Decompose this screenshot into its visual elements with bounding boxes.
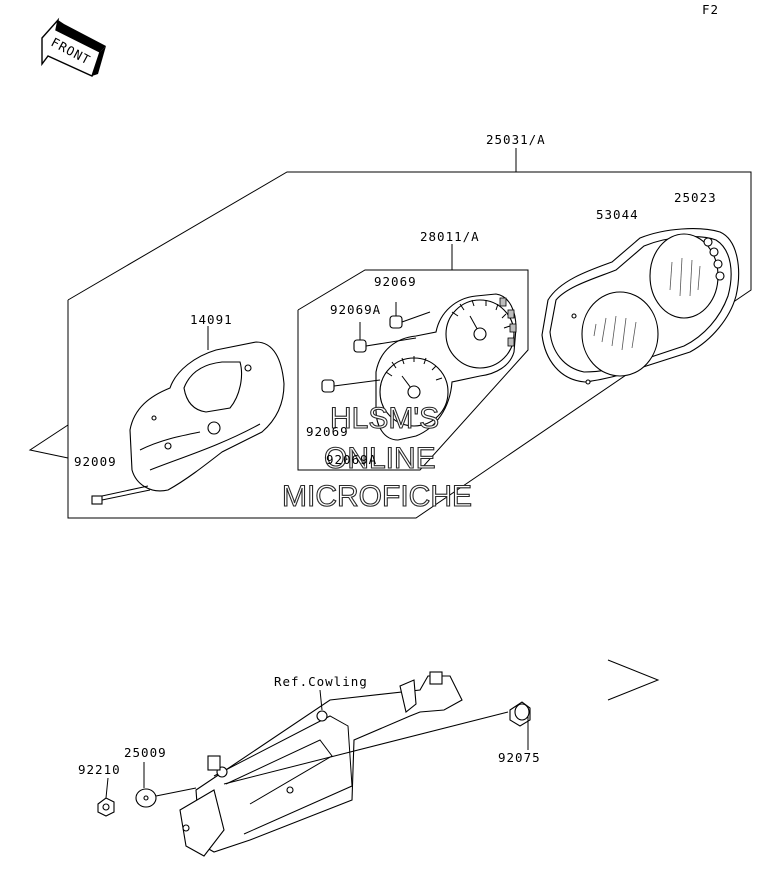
- label-92069-top: 92069: [374, 274, 417, 289]
- watermark-line3: MICROFICHE: [282, 480, 472, 513]
- watermark-line1: HLSM'S: [330, 402, 439, 435]
- ref-cowling-leader: [319, 689, 323, 711]
- label-28011: 28011/A: [420, 229, 480, 244]
- meter-assembly-outline: [28, 148, 752, 519]
- label-92210: 92210: [78, 762, 121, 777]
- meter-stay-bracket: [179, 671, 463, 857]
- page-code: F2: [702, 2, 719, 17]
- label-25009: 25009: [124, 745, 167, 760]
- meter-unit-outline: [297, 244, 529, 471]
- label-92069A-top: 92069A: [330, 302, 381, 317]
- front-arrow: FRONT: [41, 17, 106, 77]
- nut-92210: [97, 777, 115, 817]
- bulb-92069-lower: [321, 379, 381, 393]
- label-ref-cowling: Ref.Cowling: [274, 674, 368, 689]
- watermark: HLSM'S ONLINE MICROFICHE: [281, 401, 472, 513]
- bulb-92069: [389, 302, 431, 329]
- label-25023: 25023: [674, 190, 717, 205]
- label-92075: 92075: [498, 750, 541, 765]
- watermark-line2: ONLINE: [324, 442, 436, 475]
- bulb-92069A: [353, 322, 417, 353]
- label-92069-mid: 92069: [306, 424, 349, 439]
- label-25031: 25031/A: [486, 132, 546, 147]
- label-14091: 14091: [190, 312, 233, 327]
- screw-92009: [91, 485, 151, 505]
- meter-cover-25023: [541, 228, 740, 385]
- label-53044: 53044: [596, 207, 639, 222]
- washer-25009: [135, 762, 197, 808]
- label-92009: 92009: [74, 454, 117, 469]
- meter-unit-28011: [375, 293, 517, 441]
- damper-92075: [223, 659, 660, 785]
- lower-case-14091: [129, 326, 285, 492]
- label-92069A-mid: 92069A: [326, 452, 377, 467]
